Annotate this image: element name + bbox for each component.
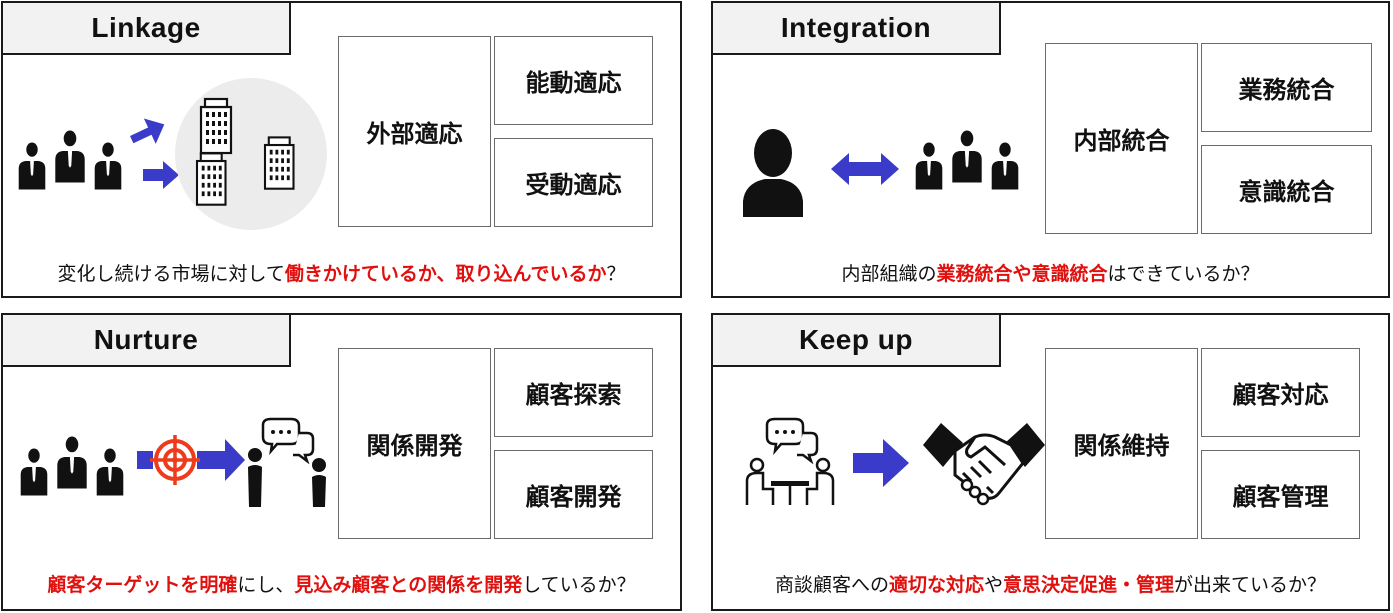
meeting-icon (745, 417, 835, 505)
main-concept-box: 内部統合 (1045, 43, 1198, 234)
conversation-icon (248, 417, 326, 507)
business-group-icon (909, 131, 1039, 211)
panel-title: Linkage (1, 1, 291, 55)
panel-caption: 変化し続ける市場に対して働きかけているか、取り込んでいるか？ (3, 259, 680, 286)
main-concept-box: 関係維持 (1045, 348, 1198, 539)
panel-keepup: Keep up 関係維持 顧客対応 顧客管理 商談顧客への適切な対応や意思決定促… (711, 313, 1390, 611)
sub-concept-box: 顧客管理 (1201, 450, 1360, 539)
caption-text: しているか？ (522, 574, 636, 596)
person-icon (743, 129, 803, 217)
business-group-icon (17, 437, 137, 517)
panel-integration: Integration 内部統合 業務統合 意識統合 内部組織の業務統合や意識統… (711, 1, 1390, 298)
caption-text: はできているか？ (1107, 263, 1260, 285)
caption-emphasis: 業務統合や意識統合 (936, 263, 1108, 285)
arrow-right-icon (853, 439, 909, 487)
sub-concept-box: 顧客開発 (494, 450, 653, 539)
arrow-right-icon (143, 161, 179, 189)
target-arrow-icon (137, 435, 245, 485)
sub-concept-box: 顧客探索 (494, 348, 653, 437)
sub-concept-box: 業務統合 (1201, 43, 1372, 132)
caption-text: が出来ているか？ (1174, 574, 1327, 596)
handshake-icon (923, 423, 1045, 506)
panel-linkage: Linkage 外部適応 能動適応 受動適応 変化し続ける市場に対して働きかけて… (1, 1, 682, 298)
panel-nurture: Nurture 関係開発 顧客探索 顧客開発 顧客ターゲットを明確にし、見込み顧… (1, 313, 682, 611)
caption-text: 変化し続ける市場に対して (57, 263, 285, 285)
caption-text: や (983, 574, 1003, 596)
business-group-icon (15, 131, 135, 211)
panel-caption: 内部組織の業務統合や意識統合はできているか？ (713, 259, 1388, 286)
caption-text: 商談顧客への (774, 574, 889, 596)
caption-text: にし、 (237, 574, 295, 596)
sub-concept-box: 顧客対応 (1201, 348, 1360, 437)
main-concept-box: 関係開発 (338, 348, 491, 539)
caption-emphasis: 顧客ターゲットを明確 (47, 574, 238, 596)
panel-title: Nurture (1, 313, 291, 367)
panel-caption: 顧客ターゲットを明確にし、見込み顧客との関係を開発しているか？ (3, 570, 680, 597)
main-concept-box: 外部適応 (338, 36, 491, 227)
caption-emphasis: 見込み顧客との関係を開発 (294, 574, 523, 596)
caption-emphasis: 意思決定促進・管理 (1003, 574, 1175, 596)
double-arrow-icon (831, 153, 899, 185)
sub-concept-box: 能動適応 (494, 36, 653, 125)
caption-text: 内部組織の (841, 263, 937, 285)
arrow-right-icon (129, 118, 165, 144)
caption-emphasis: 働きかけているか、取り込んでいるか (284, 263, 607, 285)
sub-concept-box: 受動適応 (494, 138, 653, 227)
sub-concept-box: 意識統合 (1201, 145, 1372, 234)
panel-title: Keep up (711, 313, 1001, 367)
caption-emphasis: 適切な対応 (888, 574, 984, 596)
caption-text: ？ (606, 263, 626, 285)
panel-title: Integration (711, 1, 1001, 55)
panel-caption: 商談顧客への適切な対応や意思決定促進・管理が出来ているか？ (713, 570, 1388, 597)
buildings-icon (175, 78, 327, 230)
